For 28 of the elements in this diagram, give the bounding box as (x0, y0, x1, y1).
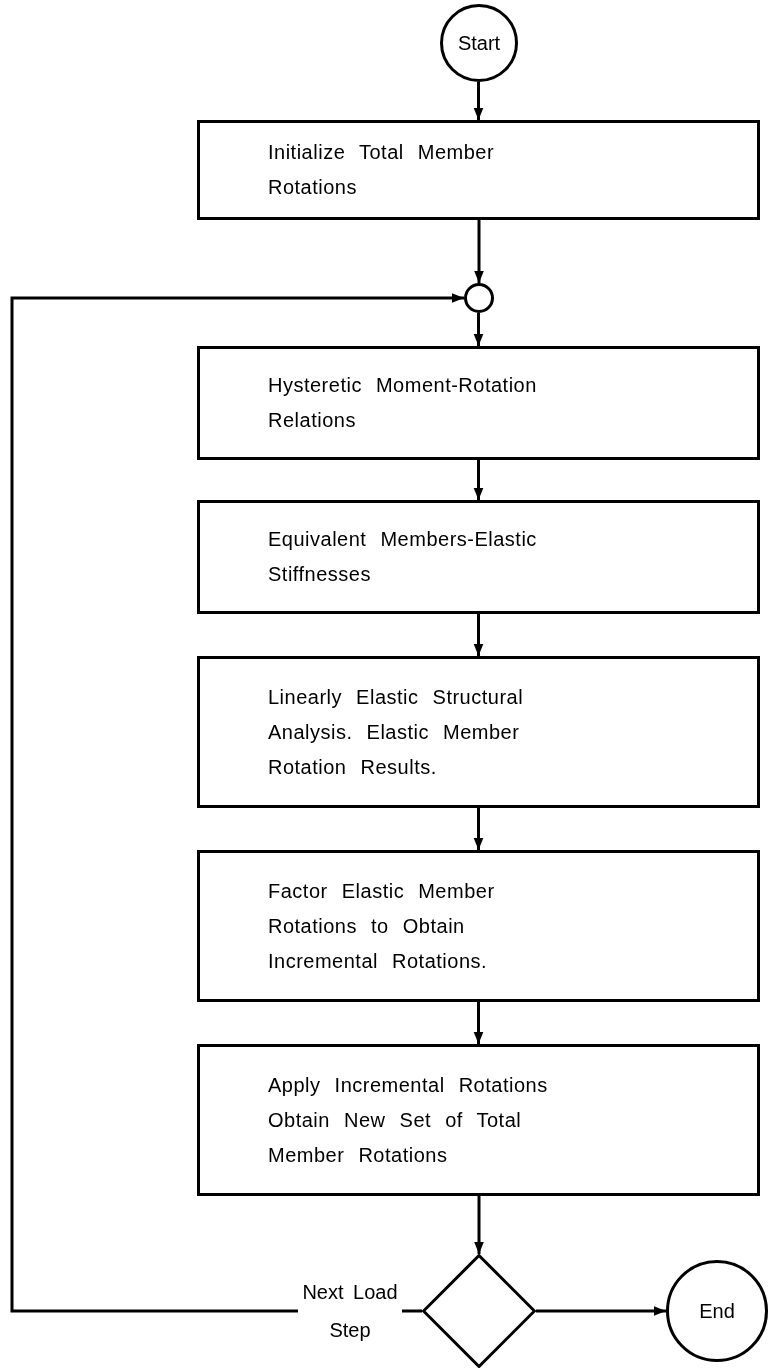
process-box (197, 346, 760, 460)
box-text: Initialize Total Member Rotations (268, 140, 496, 200)
start-circle (440, 4, 518, 82)
arrow (473, 313, 484, 346)
box-text: Equivalent Members-Elastic Stiffnesses (268, 527, 538, 587)
arrow (473, 614, 484, 656)
junction-circle (464, 283, 494, 313)
process-box (197, 500, 760, 614)
arrow (473, 808, 484, 850)
process-box (197, 120, 760, 220)
terminal-label: Start (457, 31, 501, 56)
decision-diamond (422, 1254, 536, 1368)
box-text: Factor Elastic Member Rotations to Obtain Incremental Rotations. (268, 878, 496, 974)
process-box (197, 1044, 760, 1196)
end-circle (666, 1260, 768, 1362)
arrow (536, 1306, 666, 1316)
box-text: Linearly Elastic Structural Analysis. Elastic Member Rotation Results. (268, 684, 525, 780)
box-text: Apply Incremental Rotations Obtain New Set of Total Member Rotations (268, 1072, 549, 1168)
arrow (10, 293, 464, 1313)
arrow (473, 1002, 484, 1044)
process-box (197, 656, 760, 808)
terminal-label: End (699, 1299, 735, 1324)
arrow (473, 82, 484, 120)
arrow (474, 220, 484, 283)
box-text: Hysteretic Moment-Rotation Relations (268, 373, 538, 433)
arrow (474, 1196, 484, 1254)
arrow (473, 460, 484, 500)
process-box (197, 850, 760, 1002)
